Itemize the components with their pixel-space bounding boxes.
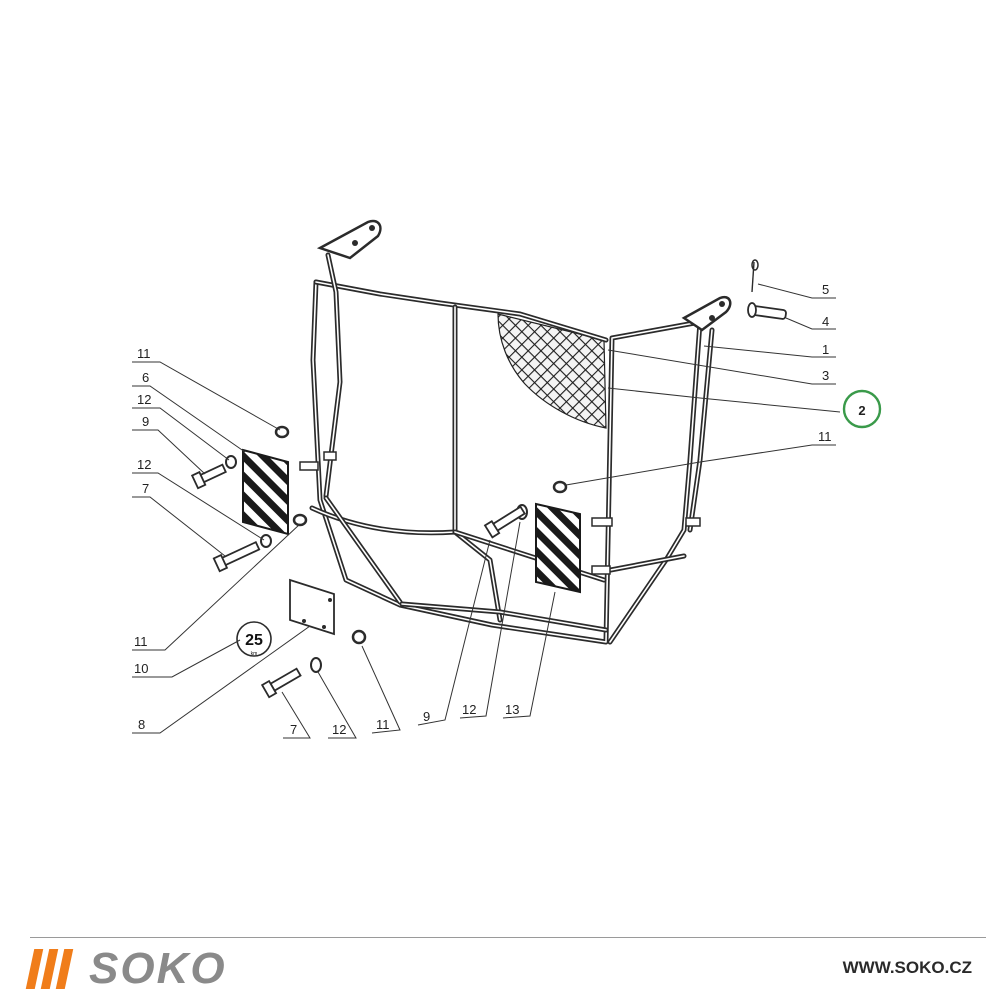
callout-3: 3 bbox=[822, 368, 829, 383]
callout-9-left: 9 bbox=[142, 414, 149, 429]
callout-7-bottom: 7 bbox=[290, 722, 297, 737]
callout-1: 1 bbox=[822, 342, 829, 357]
callout-13: 13 bbox=[505, 702, 519, 717]
callout-2: 2 bbox=[858, 403, 865, 418]
callout-12-bottom-b: 12 bbox=[462, 702, 476, 717]
speed-sign: 25 km bbox=[236, 621, 272, 657]
cotter-pin-part bbox=[751, 259, 759, 293]
callout-8: 8 bbox=[138, 717, 145, 732]
callout-11-bottom: 11 bbox=[376, 717, 390, 732]
footer-divider bbox=[30, 937, 986, 938]
parts-diagram: 25 km 5 4 1 3 2 11 11 bbox=[132, 219, 882, 739]
license-plate-holder bbox=[289, 578, 335, 636]
callout-12-left-a: 12 bbox=[137, 392, 151, 407]
logo-stripe-icon bbox=[55, 949, 74, 989]
right-hazard-plate bbox=[535, 502, 581, 594]
callout-11-right: 11 bbox=[818, 429, 832, 444]
callout-12-left-b: 12 bbox=[137, 457, 151, 472]
frame-assembly bbox=[299, 219, 732, 645]
callout-6: 6 bbox=[142, 370, 149, 385]
nuts-and-washers bbox=[225, 425, 568, 673]
website-link[interactable]: WWW.SOKO.CZ bbox=[842, 958, 972, 977]
pin-part bbox=[747, 302, 787, 320]
callout-9-bottom: 9 bbox=[423, 709, 430, 724]
left-hazard-plate bbox=[242, 448, 289, 536]
brand-logo[interactable]: SOKO bbox=[25, 944, 227, 994]
callout-10: 10 bbox=[134, 661, 148, 676]
speed-sign-number: 25 bbox=[245, 632, 263, 649]
left-mount-plate bbox=[316, 219, 382, 260]
right-mount-plate bbox=[681, 295, 732, 332]
callout-11-left-top: 11 bbox=[137, 346, 151, 361]
leader-lines bbox=[132, 283, 841, 739]
callout-11-left-bottom: 11 bbox=[134, 634, 148, 649]
speed-sign-unit: km bbox=[251, 651, 258, 657]
mesh-panel bbox=[497, 313, 607, 429]
bolts bbox=[190, 463, 526, 699]
callout-7-left: 7 bbox=[142, 481, 149, 496]
logo-stripe-icon bbox=[25, 949, 44, 989]
callout-4: 4 bbox=[822, 314, 829, 329]
callout-labels: 5 4 1 3 2 11 11 6 12 9 12 7 11 10 8 7 12… bbox=[134, 282, 866, 737]
highlight-ring bbox=[842, 389, 882, 429]
logo-stripe-icon bbox=[40, 949, 59, 989]
brand-name: SOKO bbox=[89, 944, 227, 993]
callout-12-bottom-a: 12 bbox=[332, 722, 346, 737]
callout-5: 5 bbox=[822, 282, 829, 297]
